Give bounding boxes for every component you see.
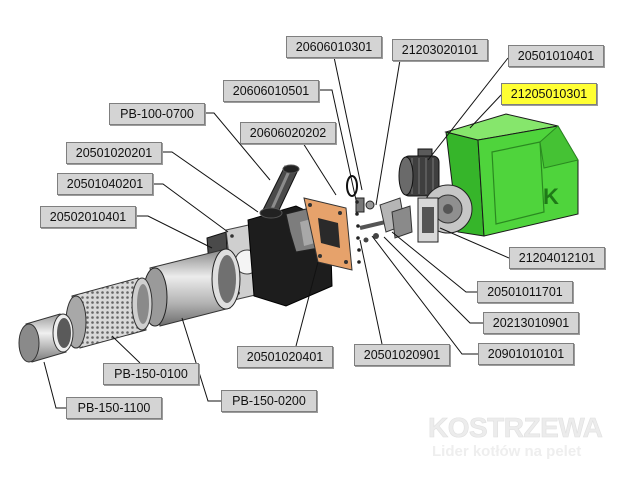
leader-line — [302, 142, 337, 196]
part-number-label[interactable]: 20501020201 — [66, 142, 162, 164]
part-number-label[interactable]: 20501040201 — [57, 173, 153, 195]
part-number-label[interactable]: 20213010901 — [483, 312, 579, 334]
leader-line — [391, 231, 477, 293]
watermark-tagline: Lider kotłów na pelet — [432, 443, 582, 460]
leader-line — [427, 57, 509, 161]
part-number-label[interactable]: 20501010401 — [508, 45, 604, 67]
leader-line — [333, 56, 363, 191]
part-number-label[interactable]: PB-150-0100 — [103, 363, 199, 385]
part-number-label[interactable]: 21203020101 — [392, 39, 488, 61]
part-number-label[interactable]: 20606010501 — [223, 80, 319, 102]
leader-line — [205, 112, 271, 181]
leader-line — [181, 317, 221, 402]
part-number-label[interactable]: 20606020202 — [240, 122, 336, 144]
watermark-brand: KOSTRZEWA — [428, 412, 603, 444]
end-ring — [18, 313, 74, 363]
leader-line — [153, 183, 229, 233]
part-number-label[interactable]: 21204012101 — [509, 247, 605, 269]
leader-line — [136, 215, 213, 249]
leader-lines — [43, 56, 510, 409]
feed-pipe — [259, 164, 300, 219]
leader-line — [319, 89, 357, 201]
leader-line — [359, 239, 383, 345]
part-number-label[interactable]: 20502010401 — [40, 206, 136, 228]
leader-line — [111, 335, 141, 364]
leader-line — [439, 227, 510, 259]
part-number-label[interactable]: 20606010301 — [286, 36, 382, 58]
leader-line — [375, 59, 401, 206]
leader-line — [295, 261, 319, 347]
small-parts — [346, 175, 413, 243]
fan-motor — [398, 148, 440, 197]
fan-housing — [417, 184, 473, 243]
gasket-screws — [355, 200, 361, 264]
leader-line — [371, 235, 478, 355]
part-number-label[interactable]: PB-100-0700 — [109, 103, 205, 125]
part-number-label[interactable]: PB-150-0200 — [221, 390, 317, 412]
part-number-label[interactable]: PB-150-1100 — [66, 397, 162, 419]
leader-line — [469, 94, 502, 129]
part-number-label[interactable]: 20501020401 — [237, 346, 333, 368]
part-number-label[interactable]: 20501020901 — [354, 344, 450, 366]
leader-line — [383, 236, 483, 324]
leader-line — [162, 151, 259, 213]
leader-line — [43, 361, 66, 409]
housing-logo: K — [543, 184, 559, 209]
gasket-plate — [303, 197, 353, 271]
perforated-grate-tube — [65, 277, 153, 349]
combustion-chamber-tube — [142, 248, 241, 327]
part-number-label[interactable]: 20501011701 — [477, 281, 573, 303]
part-number-label[interactable]: 20901010101 — [478, 343, 574, 365]
part-number-label-selected[interactable]: 21205010301 — [501, 83, 597, 105]
